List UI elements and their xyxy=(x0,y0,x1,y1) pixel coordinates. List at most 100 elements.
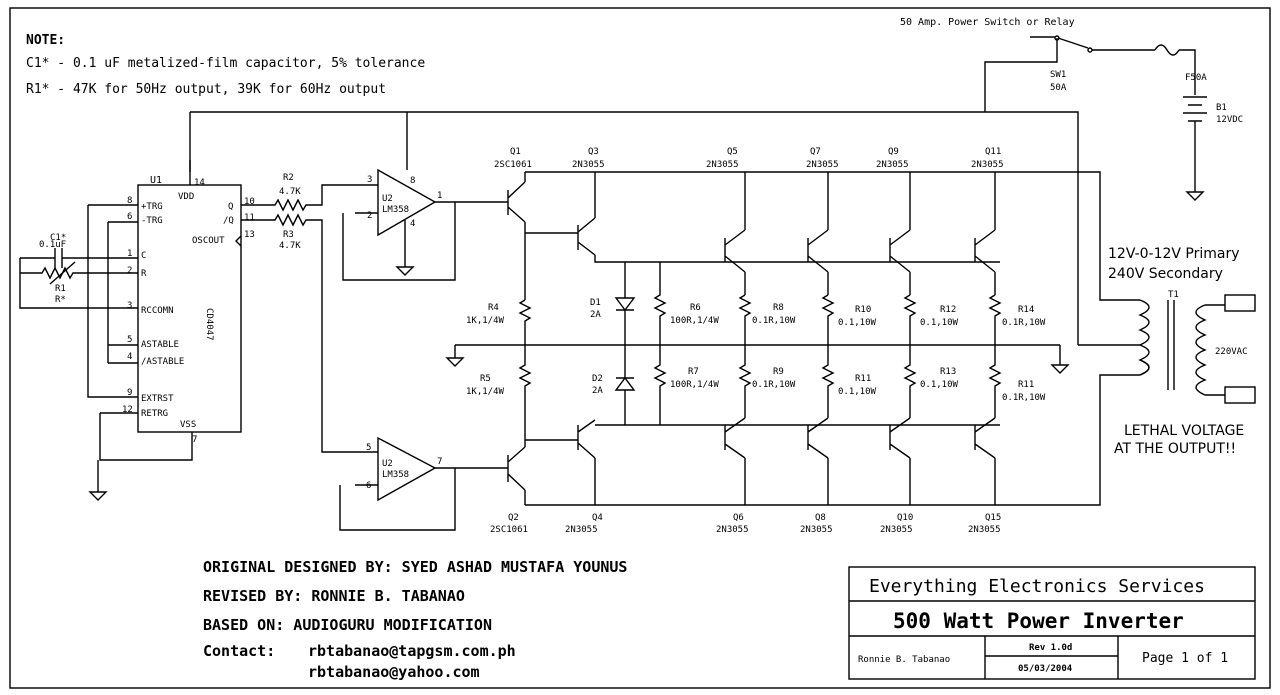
svg-text:6: 6 xyxy=(366,481,371,491)
u1-vdd: VDD xyxy=(178,192,194,202)
svg-text:3: 3 xyxy=(367,175,372,185)
emitter-resistors-bottom: R9 0.1R,10W R11 0.1,10W R13 0.1,10W R11 … xyxy=(738,345,1046,410)
svg-text:2: 2 xyxy=(127,266,132,276)
svg-text:7: 7 xyxy=(437,457,442,467)
credit-email-2: rbtabanao@yahoo.com xyxy=(308,663,480,681)
credits: ORIGINAL DESIGNED BY: SYED ASHAD MUSTAFA… xyxy=(203,558,627,681)
svg-text:3: 3 xyxy=(127,301,132,311)
switch-label: SW1 xyxy=(1050,70,1066,80)
svg-text:Q9: Q9 xyxy=(888,147,899,157)
resistors-r4-r5: R4 1K,1/4W R5 1K,1/4W xyxy=(466,299,532,440)
svg-text:14: 14 xyxy=(194,178,205,188)
svg-text:EXTRST: EXTRST xyxy=(141,394,174,404)
svg-text:R14: R14 xyxy=(1018,305,1034,315)
svg-text:-TRG: -TRG xyxy=(141,216,163,226)
page-number: Page 1 of 1 xyxy=(1142,651,1228,666)
transistor-q4: Q4 2N3055 xyxy=(525,419,603,535)
svg-text:R2: R2 xyxy=(283,173,294,183)
svg-text:8: 8 xyxy=(410,176,415,186)
svg-text:R10: R10 xyxy=(855,305,871,315)
svg-text:Q10: Q10 xyxy=(897,513,913,523)
svg-text:2A: 2A xyxy=(592,386,603,396)
svg-text:Q3: Q3 xyxy=(588,147,599,157)
svg-text:2N3055: 2N3055 xyxy=(806,160,839,170)
svg-text:2N3055: 2N3055 xyxy=(572,160,605,170)
svg-text:Q8: Q8 xyxy=(815,513,826,523)
svg-text:CD4047: CD4047 xyxy=(204,308,214,341)
svg-text:13: 13 xyxy=(244,230,255,240)
svg-text:2SC1061: 2SC1061 xyxy=(490,525,528,535)
xfmr-primary: 12V-0-12V Primary xyxy=(1108,246,1240,262)
power-supply: 50 Amp. Power Switch or Relay F50A SW1 5… xyxy=(900,17,1243,201)
svg-text:R11: R11 xyxy=(855,374,871,384)
svg-text:R6: R6 xyxy=(690,303,701,313)
company-name: Everything Electronics Services xyxy=(869,576,1205,597)
svg-text:Q1: Q1 xyxy=(510,147,521,157)
ic-u1: U1 VDD 14 +TRG -TRG C R RCCOMN ASTABLE /… xyxy=(19,160,255,501)
credit-email-1: rbtabanao@tapgsm.com.ph xyxy=(308,642,516,660)
power-transistors-top: Q5 2N3055 Q7 2N3055 Q9 2N3055 Q11 2N3055 xyxy=(706,147,1004,295)
battery-label: B1 xyxy=(1216,103,1227,113)
lethal-warning-1: LETHAL VOLTAGE xyxy=(1124,423,1244,439)
r1-value: R* xyxy=(55,295,66,305)
note-line-r1: R1* - 47K for 50Hz output, 39K for 60Hz … xyxy=(26,82,386,97)
svg-text:R4: R4 xyxy=(488,303,499,313)
emitter-resistors-top: R8 0.1R,10W R10 0.1,10W R12 0.1,10W R14 … xyxy=(738,294,1046,345)
svg-text:7: 7 xyxy=(192,435,197,445)
credit-contact: Contact: xyxy=(203,642,275,660)
svg-text:R12: R12 xyxy=(940,305,956,315)
notes: NOTE: C1* - 0.1 uF metalized-film capaci… xyxy=(26,33,425,97)
svg-text:4: 4 xyxy=(127,352,132,362)
svg-text:10: 10 xyxy=(244,197,255,207)
svg-text:RCCOMN: RCCOMN xyxy=(141,306,174,316)
resistors-r6-r7: R6 100R,1/4W R7 100R,1/4W xyxy=(653,262,719,425)
revision: Rev 1.0d xyxy=(1029,643,1072,653)
svg-text:/ASTABLE: /ASTABLE xyxy=(141,357,184,367)
battery-voltage: 12VDC xyxy=(1216,115,1243,125)
svg-text:2: 2 xyxy=(367,211,372,221)
svg-text:4: 4 xyxy=(410,219,415,229)
svg-text:R9: R9 xyxy=(773,367,784,377)
svg-text:0.1,10W: 0.1,10W xyxy=(920,380,959,390)
svg-text:8: 8 xyxy=(127,196,132,206)
svg-text:LM358: LM358 xyxy=(382,470,409,480)
svg-text:2N3055: 2N3055 xyxy=(876,160,909,170)
svg-text:Q2: Q2 xyxy=(508,513,519,523)
svg-text:R11: R11 xyxy=(1018,380,1034,390)
svg-text:R3: R3 xyxy=(283,230,294,240)
svg-text:Q15: Q15 xyxy=(985,513,1001,523)
svg-text:220VAC: 220VAC xyxy=(1215,347,1248,357)
top-base-rail xyxy=(594,255,1000,263)
opamp-u2a: 3 2 8 4 1 U2 LM358 xyxy=(342,112,508,281)
drawn-by: Ronnie B. Tabanao xyxy=(858,655,950,665)
svg-text:1: 1 xyxy=(437,191,442,201)
svg-text:1: 1 xyxy=(127,249,132,259)
bottom-collector-rail xyxy=(525,374,1140,506)
power-transistors-bottom: Q6 2N3055 Q8 2N3055 Q10 2N3055 Q15 2N305… xyxy=(716,410,1001,535)
opamp-u2b: 5 6 7 U2 LM358 xyxy=(339,436,508,531)
svg-text:0.1,10W: 0.1,10W xyxy=(838,387,877,397)
resistors-r2-r3: R2 4.7K R3 4.7K xyxy=(241,173,370,453)
svg-text:11: 11 xyxy=(244,213,255,223)
transistor-q1: Q1 2SC1061 xyxy=(494,147,532,233)
note-line-c1: C1* - 0.1 uF metalized-film capacitor, 5… xyxy=(26,56,425,71)
svg-text:2A: 2A xyxy=(590,310,601,320)
svg-text:5: 5 xyxy=(366,443,371,453)
svg-text:R7: R7 xyxy=(688,367,699,377)
svg-text:LM358: LM358 xyxy=(382,205,409,215)
svg-text:2N3055: 2N3055 xyxy=(706,160,739,170)
svg-text:D2: D2 xyxy=(592,374,603,384)
c1-value: 0.1uF xyxy=(39,240,66,250)
svg-text:2SC1061: 2SC1061 xyxy=(494,160,532,170)
note-heading: NOTE: xyxy=(26,33,65,48)
sheet-border xyxy=(9,7,1271,689)
svg-text:0.1R,10W: 0.1R,10W xyxy=(1002,393,1046,403)
svg-text:T1: T1 xyxy=(1168,290,1179,300)
svg-text:2N3055: 2N3055 xyxy=(800,525,833,535)
svg-text:12: 12 xyxy=(122,405,133,415)
transistor-q3: Q3 2N3055 xyxy=(525,147,605,256)
svg-text:4.7K: 4.7K xyxy=(279,241,301,251)
fuse-label: F50A xyxy=(1185,73,1207,83)
svg-text:C: C xyxy=(141,251,146,261)
